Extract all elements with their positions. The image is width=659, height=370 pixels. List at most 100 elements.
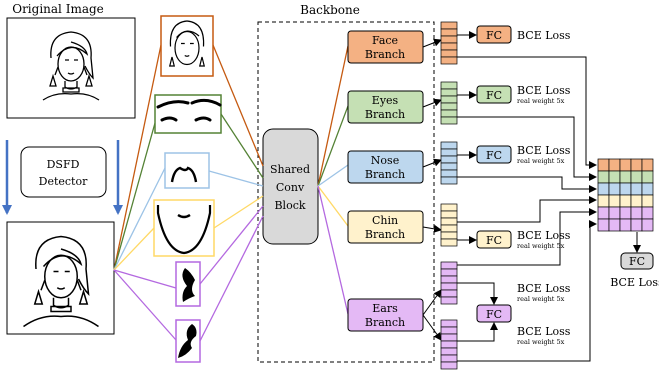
fc-nose-label: FC <box>486 149 502 162</box>
bce-eyes-weight: real weight 5x <box>517 97 565 105</box>
concat-cell <box>619 206 632 220</box>
bce-face-label: BCE Loss <box>517 29 571 42</box>
crop-face <box>160 15 214 77</box>
concat-cell <box>630 206 643 220</box>
bce-nose-label: BCE Loss <box>517 144 571 157</box>
detector-label-line2: Detector <box>39 175 88 188</box>
fc-chin-label: FC <box>486 234 502 247</box>
fc-chin: FC <box>476 230 512 249</box>
concat-cell <box>608 194 621 208</box>
bce-ears-right-label: BCE Loss <box>517 325 571 338</box>
fc-final: FC <box>620 252 654 270</box>
backbone-title: Backbone <box>300 3 360 17</box>
crop-eyes <box>154 94 222 134</box>
vector-eyes <box>440 81 458 125</box>
concat-cell <box>608 158 621 172</box>
bce-eyes-label: BCE Loss <box>517 84 571 97</box>
crop-ear-right <box>175 319 201 363</box>
concat-cell <box>619 182 632 196</box>
concat-cell <box>641 158 654 172</box>
concat-cell <box>597 158 610 172</box>
bce-final-label: BCE Loss <box>610 276 659 289</box>
bce-ears-left-label: BCE Loss <box>517 282 571 295</box>
branch-to-vector-arrows <box>422 38 442 341</box>
concat-cell <box>641 182 654 196</box>
branch-eyes-line2: Branch <box>365 108 405 121</box>
branch-eyes: Eyes Branch <box>347 90 424 124</box>
vector-ear-right <box>440 319 458 370</box>
concat-cell <box>597 206 610 220</box>
fc-eyes-label: FC <box>486 89 502 102</box>
vector-chin <box>440 203 458 247</box>
fc-nose: FC <box>476 145 512 164</box>
bce-nose-weight: real weight 5x <box>517 157 565 165</box>
concat-cell <box>641 206 654 220</box>
concat-cell <box>641 218 654 232</box>
crop-chin <box>153 199 215 257</box>
concat-cell <box>619 218 632 232</box>
vector-face <box>440 21 458 65</box>
branch-eyes-line1: Eyes <box>372 94 399 107</box>
concat-cell <box>641 170 654 184</box>
concat-cell <box>641 194 654 208</box>
shared-to-branch-lines <box>317 45 349 315</box>
feature-vectors <box>440 21 458 370</box>
concat-cell <box>608 182 621 196</box>
branch-chin: Chin Branch <box>347 210 424 244</box>
concat-cell <box>608 218 621 232</box>
detected-face-image <box>6 221 115 335</box>
branch-face-line1: Face <box>372 34 398 47</box>
crop-nose <box>164 152 210 189</box>
concat-cell <box>630 218 643 232</box>
fc-final-label: FC <box>629 255 645 268</box>
shared-label-line1: Shared <box>270 163 310 176</box>
concat-cell <box>597 170 610 184</box>
concat-cell <box>630 182 643 196</box>
vector-nose <box>440 141 458 185</box>
fc-face-label: FC <box>486 29 502 42</box>
crop-to-shared-lines <box>199 44 264 342</box>
original-image-title: Original Image <box>12 2 104 16</box>
concat-routing-lines <box>457 56 597 362</box>
fc-eyes: FC <box>476 85 512 104</box>
vector-to-fc-arrows <box>457 31 498 342</box>
concat-cell <box>619 170 632 184</box>
shared-label-line2: Conv <box>276 181 305 194</box>
branch-chin-line1: Chin <box>372 214 398 227</box>
bce-chin-weight: real weight 5x <box>517 242 565 250</box>
shared-label-line3: Block <box>274 199 305 212</box>
concat-cell <box>619 194 632 208</box>
shared-conv-block: Shared Conv Block <box>262 128 319 245</box>
concat-cell <box>608 206 621 220</box>
concat-cell <box>630 158 643 172</box>
crop-ear-left <box>175 261 201 307</box>
fc-ears: FC <box>476 304 512 323</box>
vector-ear-left <box>440 261 458 305</box>
branch-ears-line1: Ears <box>372 302 398 315</box>
bce-ears-right-weight: real weight 5x <box>517 338 565 346</box>
backbone-region <box>257 21 435 363</box>
branch-chin-line2: Branch <box>365 228 405 241</box>
branch-face: Face Branch <box>347 30 424 64</box>
concat-cell <box>619 158 632 172</box>
bce-chin-label: BCE Loss <box>517 229 571 242</box>
concat-cell <box>597 194 610 208</box>
dsfd-detector-box: DSFD Detector <box>20 146 107 198</box>
original-face-image <box>6 17 136 119</box>
branch-face-line2: Branch <box>365 48 405 61</box>
fc-ears-label: FC <box>486 308 502 321</box>
concat-cell <box>608 170 621 184</box>
bce-ears-left-weight: real weight 5x <box>517 295 565 303</box>
detector-label-line1: DSFD <box>47 158 80 171</box>
branch-nose-line2: Branch <box>365 168 405 181</box>
crop-fan-lines <box>113 44 177 341</box>
branch-ears-line2: Branch <box>365 316 405 329</box>
concat-feature-grid <box>597 158 654 232</box>
fc-face: FC <box>476 25 512 44</box>
branch-ears: Ears Branch <box>347 298 424 332</box>
concat-cell <box>597 182 610 196</box>
concat-cell <box>597 218 610 232</box>
branch-nose-line1: Nose <box>371 154 399 167</box>
branch-nose: Nose Branch <box>347 150 424 184</box>
